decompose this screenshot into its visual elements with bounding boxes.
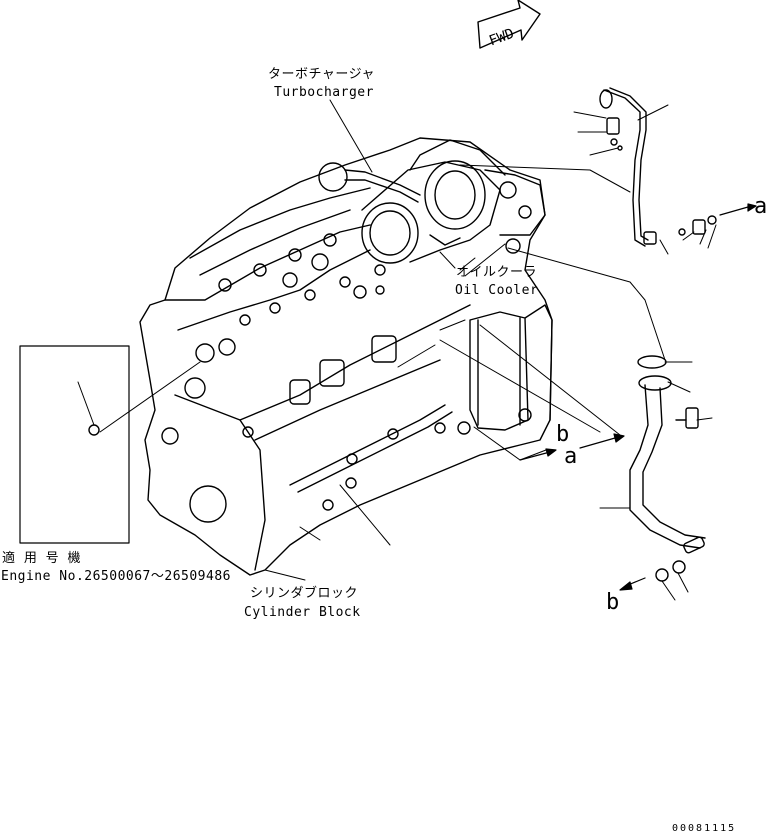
turbocharger-label-en: Turbocharger: [274, 85, 374, 100]
ref-a-top: a: [754, 194, 768, 219]
fwd-arrow-icon: [477, 0, 541, 49]
cylinder-block-label-en: Cylinder Block: [244, 605, 361, 620]
drawing-number: 00081115: [672, 823, 737, 834]
applicable-label-jp: 適 用 号 機: [2, 551, 81, 566]
oil-supply-pipe: [599, 87, 717, 247]
leader-lines: [77, 99, 717, 601]
ref-b-bottom: b: [606, 590, 620, 615]
oil-cooler-label-jp: オイルクーラ: [456, 265, 538, 280]
engine-number-label: Engine No.26500067～26509486: [1, 569, 231, 584]
plug-icon: [88, 424, 100, 436]
oil-cooler-label-en: Oil Cooler: [455, 283, 539, 298]
ref-arrows: [519, 203, 757, 591]
applicability-frame: [19, 345, 130, 544]
oil-return-pipe: [629, 355, 706, 582]
turbocharger: [318, 139, 546, 264]
turbocharger-label-jp: ターボチャージャ: [268, 67, 375, 82]
ref-a-mid: a: [564, 444, 578, 469]
fwd-label: FWD: [487, 26, 516, 50]
cylinder-block-label-jp: シリンダブロック: [250, 586, 359, 601]
cylinder-block: [139, 137, 553, 576]
ref-b-mid: b: [556, 422, 570, 447]
